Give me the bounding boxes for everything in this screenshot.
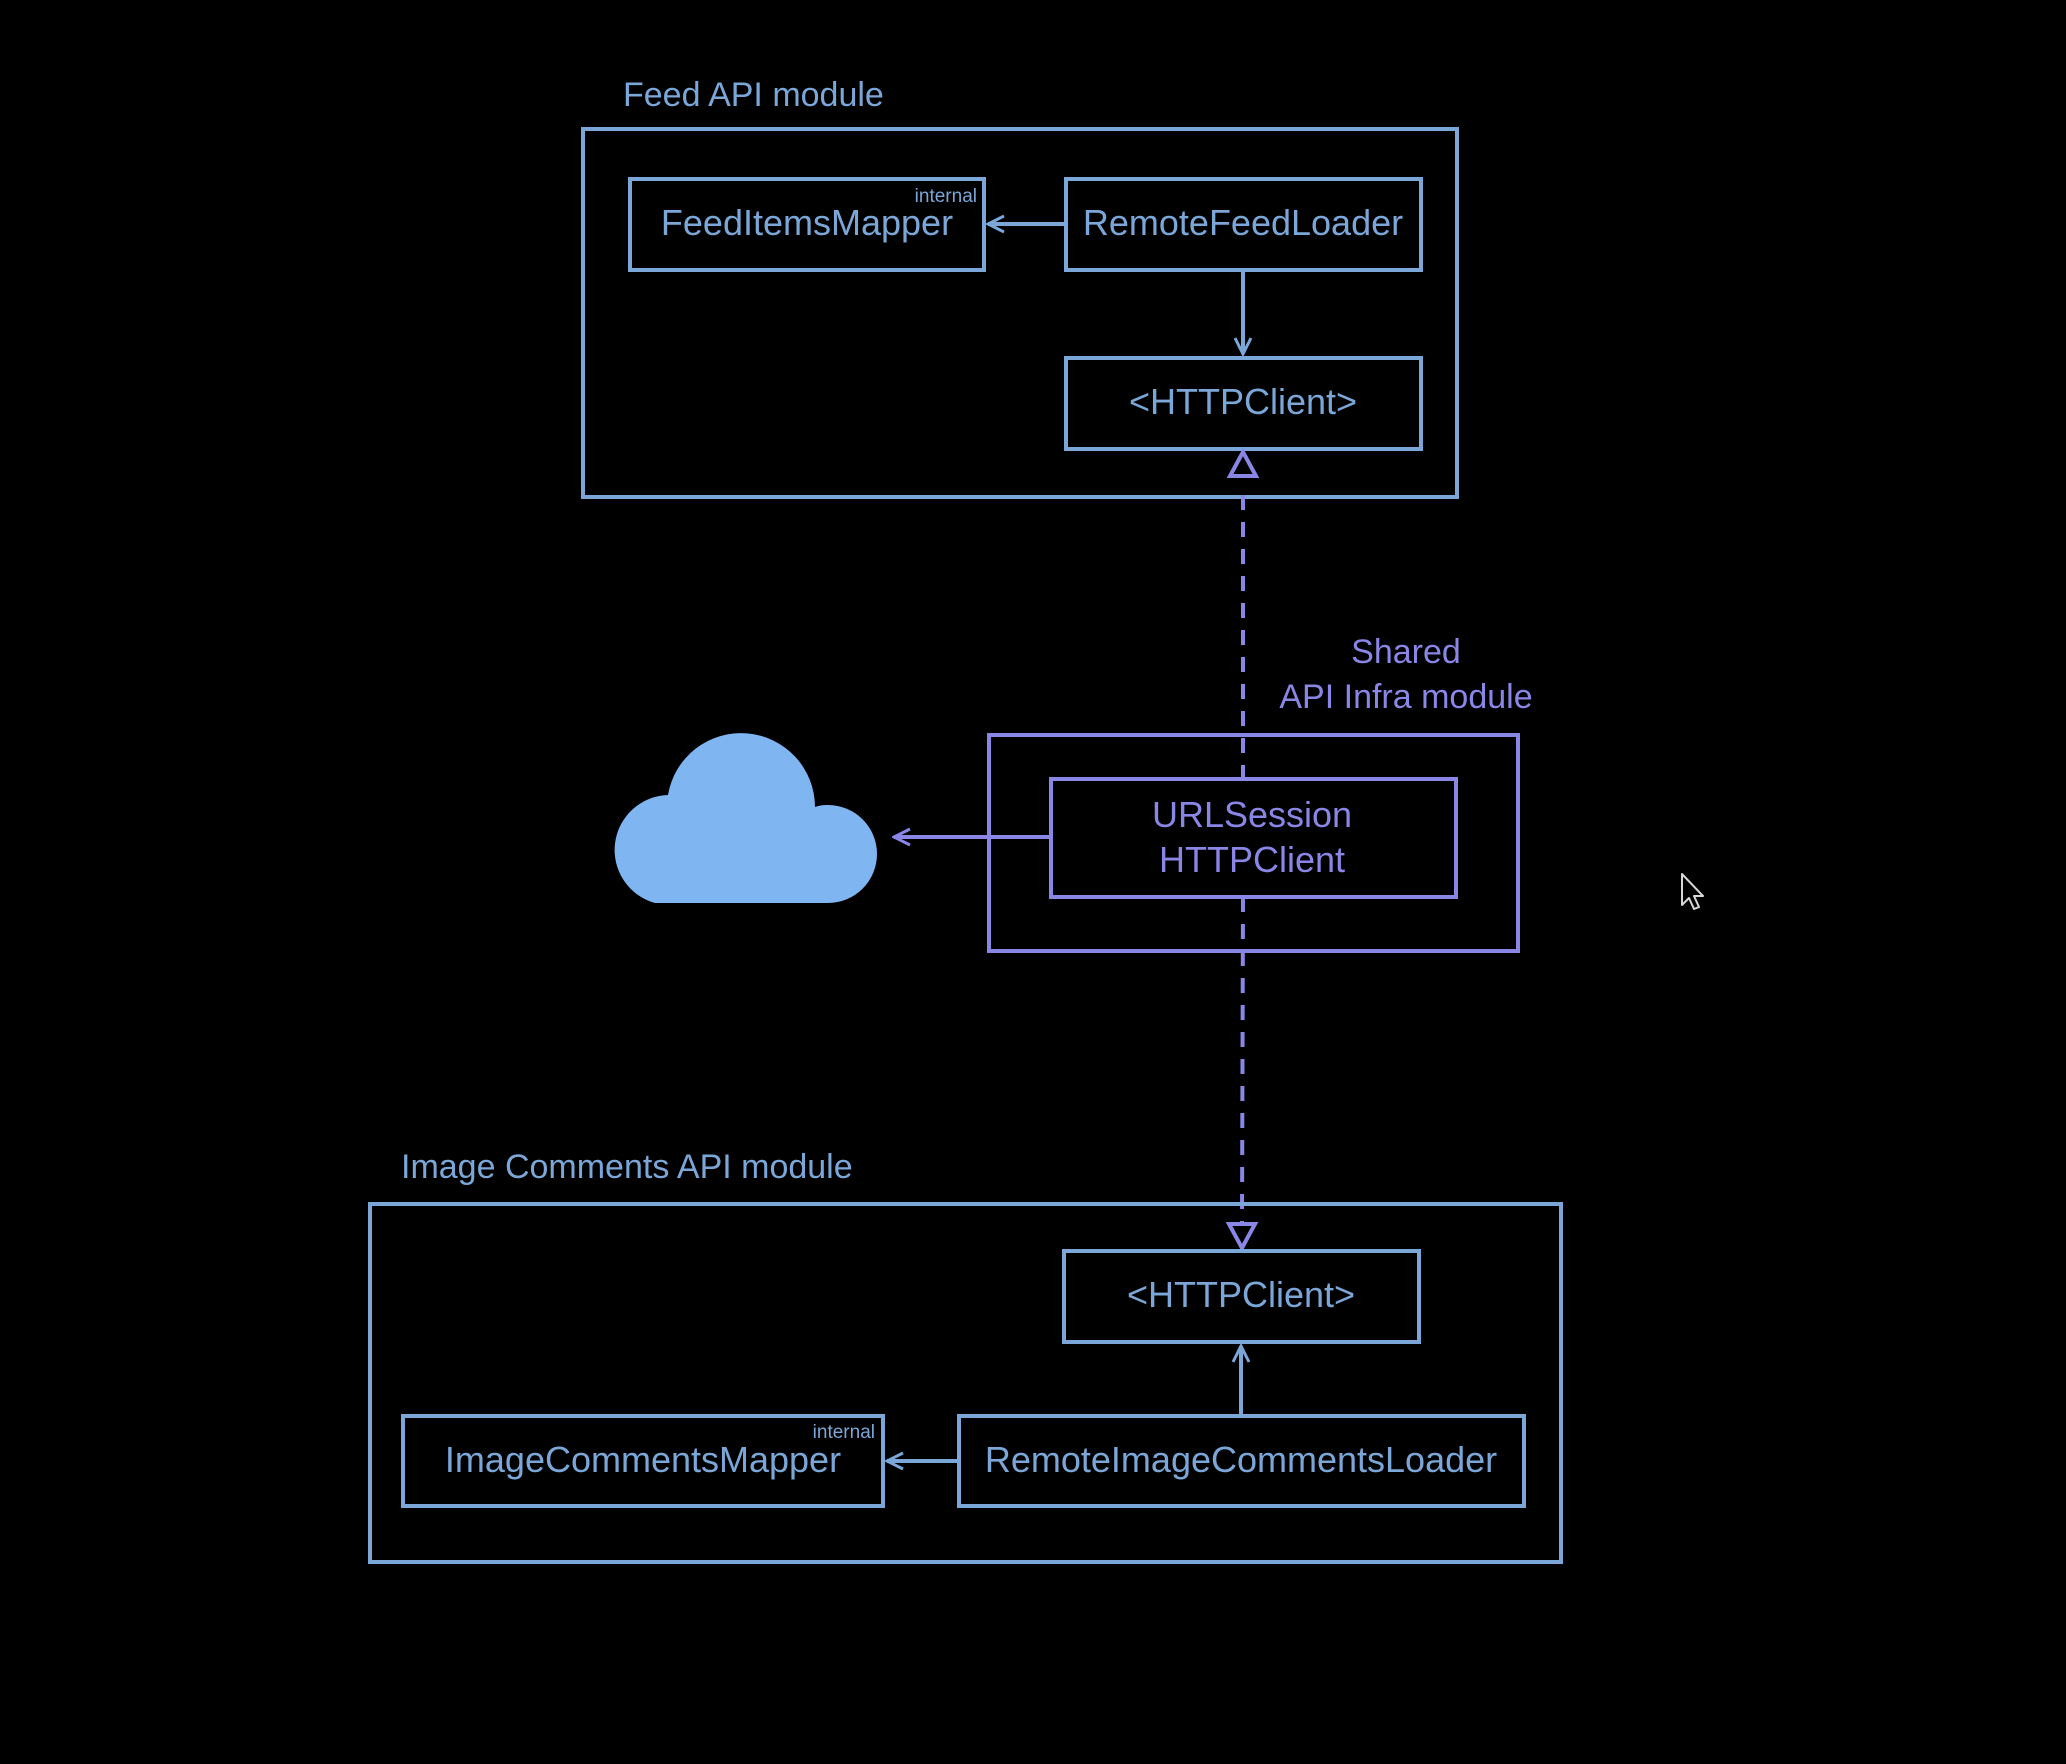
feed-api-module-title: Feed API module bbox=[623, 76, 884, 114]
dashed-conformance-line-lower bbox=[1240, 896, 1245, 1223]
image-comments-http-client-label: <HTTPClient> bbox=[1127, 1274, 1355, 1315]
cloud-icon bbox=[614, 733, 877, 903]
feed-api-module-box bbox=[581, 127, 1459, 499]
image-comments-module-title: Image Comments API module bbox=[401, 1148, 853, 1186]
feed-http-client-label: <HTTPClient> bbox=[1129, 381, 1357, 422]
mouse-pointer-icon bbox=[1681, 873, 1704, 910]
urlsession-label-line1: URLSession bbox=[1152, 794, 1352, 835]
image-comments-client-conformance-triangle bbox=[1225, 1222, 1259, 1253]
shared-infra-module-box bbox=[987, 733, 1520, 953]
shared-module-title-line2: API Infra module bbox=[1279, 678, 1532, 716]
image-comments-http-client-box bbox=[1062, 1249, 1421, 1344]
image-comments-mapper-box bbox=[401, 1414, 885, 1508]
urlsession-label-line2: HTTPClient bbox=[1159, 839, 1345, 880]
shared-module-title-line1: Shared bbox=[1351, 633, 1461, 671]
image-comments-mapper-label: ImageCommentsMapper bbox=[445, 1439, 841, 1480]
image-comments-module-box bbox=[368, 1202, 1563, 1564]
feed-items-mapper-internal-tag: internal bbox=[915, 186, 977, 207]
feed-items-mapper-label: FeedItemsMapper bbox=[661, 202, 953, 243]
feed-items-mapper-box bbox=[628, 177, 986, 272]
remote-image-comments-loader-label: RemoteImageCommentsLoader bbox=[985, 1439, 1497, 1480]
image-comments-mapper-internal-tag: internal bbox=[813, 1422, 875, 1443]
feed-client-conformance-triangle bbox=[1226, 447, 1260, 478]
remote-feed-loader-label: RemoteFeedLoader bbox=[1083, 202, 1403, 243]
